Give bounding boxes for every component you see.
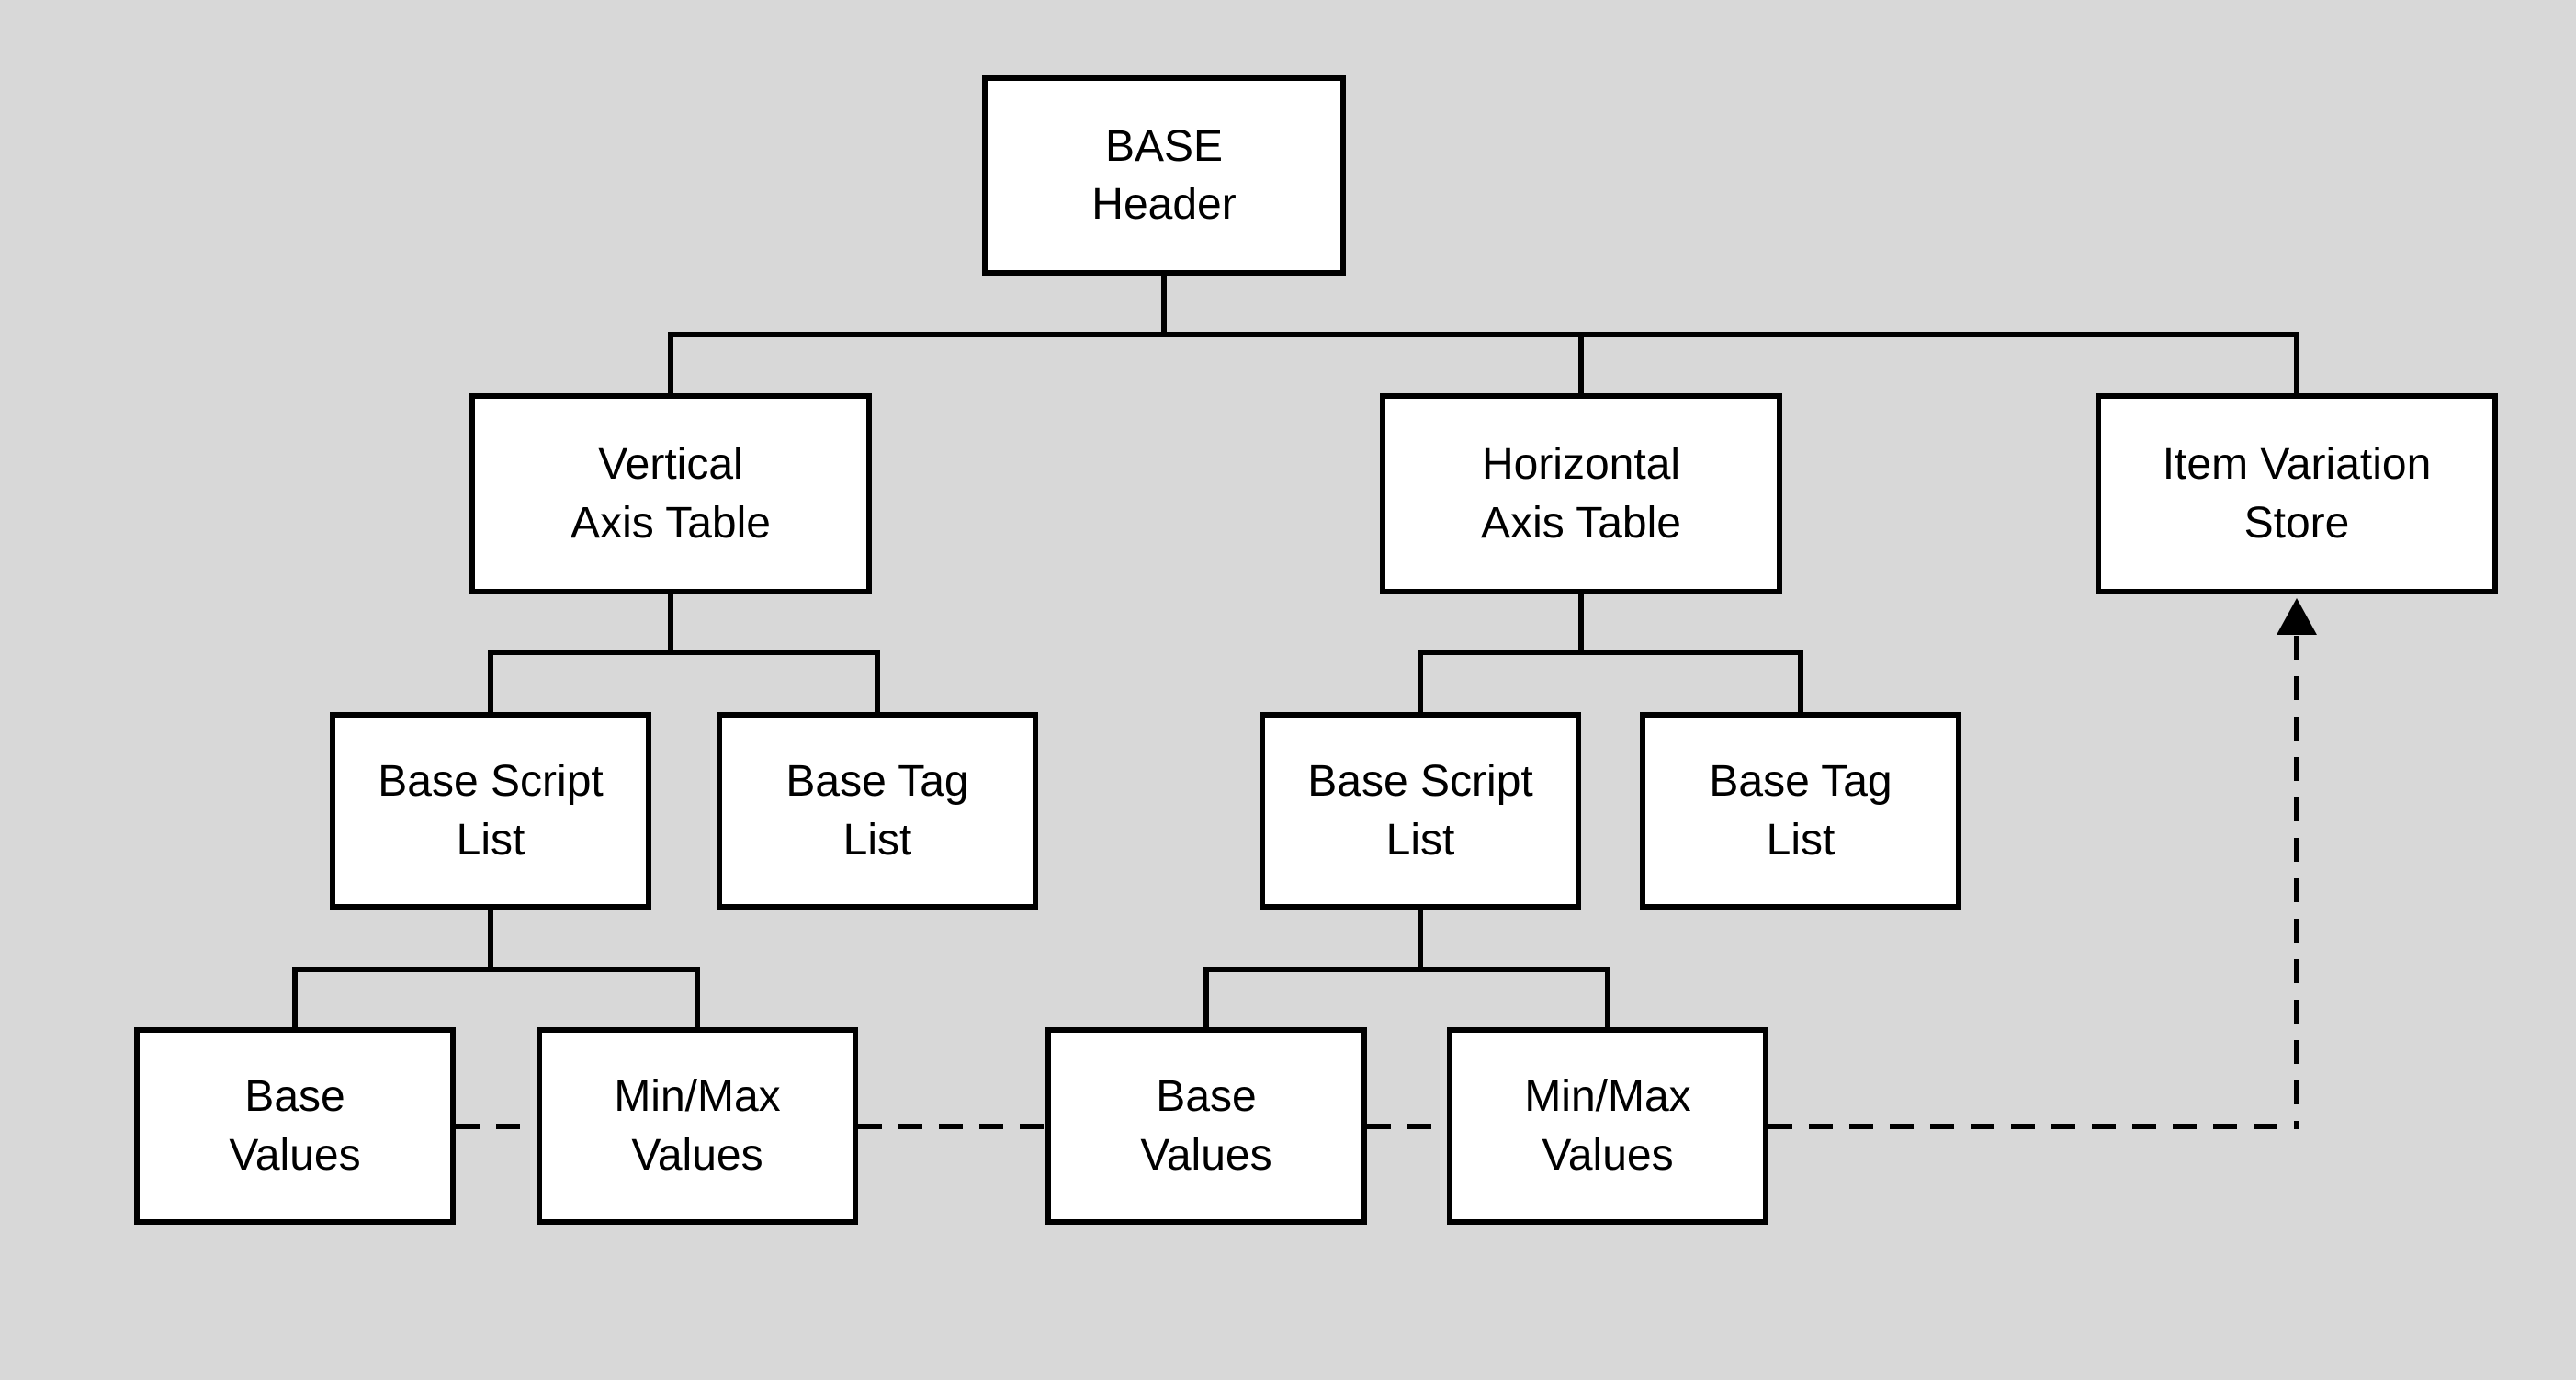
node-horizontal-axis-table-line2: Axis Table [1481, 498, 1681, 548]
edge-drop-item-variation-store [2294, 332, 2299, 397]
node-minmax-values-vertical-line2: Values [631, 1130, 763, 1180]
dashed-edge-base-values-to-minmax-vertical [456, 1124, 537, 1129]
edge-header-rail [671, 332, 2297, 337]
node-base-values-horizontal-line2: Values [1140, 1130, 1272, 1180]
node-minmax-values-horizontal-line2: Values [1542, 1130, 1674, 1180]
node-base-script-list-vertical-line1: Base Script [378, 757, 604, 807]
edge-base-script-list-vertical-rail [295, 967, 697, 972]
edge-header-stub [1161, 272, 1167, 336]
edge-drop-base-script-list-vertical [488, 650, 493, 716]
node-base-script-list-horizontal-line2: List [1385, 815, 1455, 865]
node-minmax-values-horizontal-line1: Min/Max [1524, 1072, 1691, 1122]
edge-drop-base-tag-list-vertical [875, 650, 880, 716]
edge-base-script-list-horizontal-rail [1206, 967, 1608, 972]
node-minmax-values-horizontal: Min/Max Values [1447, 1027, 1768, 1225]
node-base-header-line2: Header [1091, 180, 1237, 229]
node-base-tag-list-vertical-line1: Base Tag [785, 757, 969, 807]
edge-drop-minmax-values-vertical [695, 967, 700, 1031]
dashed-edge-corner-to-item-variation-store [2294, 636, 2299, 1129]
edge-vertical-axis-rail [491, 650, 877, 655]
edge-drop-horizontal-axis-table [1578, 332, 1584, 397]
node-item-variation-store-line1: Item Variation [2162, 440, 2432, 490]
node-vertical-axis-table-line2: Axis Table [571, 498, 771, 548]
dashed-edge-minmax-horizontal-to-corner [1768, 1124, 2299, 1129]
edge-drop-base-values-vertical [292, 967, 298, 1031]
edge-drop-base-values-horizontal [1203, 967, 1209, 1031]
edge-horizontal-axis-rail [1420, 650, 1801, 655]
node-base-script-list-horizontal-line1: Base Script [1307, 757, 1533, 807]
node-base-tag-list-vertical: Base Tag List [717, 712, 1038, 910]
edge-drop-minmax-values-horizontal [1605, 967, 1610, 1031]
node-base-script-list-horizontal: Base Script List [1260, 712, 1581, 910]
edge-drop-vertical-axis-table [668, 332, 673, 397]
node-base-values-horizontal: Base Values [1045, 1027, 1367, 1225]
arrowhead-up-icon [2277, 598, 2317, 635]
edge-horizontal-axis-stub [1578, 591, 1584, 655]
edge-vertical-axis-stub [668, 591, 673, 655]
node-minmax-values-vertical: Min/Max Values [537, 1027, 858, 1225]
node-base-values-vertical-line1: Base [244, 1072, 345, 1122]
node-horizontal-axis-table: Horizontal Axis Table [1380, 393, 1782, 594]
node-item-variation-store: Item Variation Store [2096, 393, 2498, 594]
node-base-values-vertical: Base Values [134, 1027, 456, 1225]
node-base-header-line1: BASE [1104, 121, 1224, 171]
node-base-values-horizontal-line1: Base [1156, 1072, 1257, 1122]
node-base-script-list-vertical-line2: List [456, 815, 525, 865]
edge-base-script-list-vertical-stub [488, 906, 493, 972]
dashed-edge-minmax-vertical-to-base-values-horizontal [858, 1124, 1045, 1129]
node-horizontal-axis-table-line1: Horizontal [1481, 440, 1681, 490]
node-base-tag-list-horizontal-line1: Base Tag [1709, 757, 1892, 807]
node-base-script-list-vertical: Base Script List [330, 712, 651, 910]
dashed-edge-base-values-to-minmax-horizontal [1367, 1124, 1447, 1129]
node-minmax-values-vertical-line1: Min/Max [614, 1072, 781, 1122]
edge-base-script-list-horizontal-stub [1418, 906, 1423, 972]
node-base-tag-list-vertical-line2: List [842, 815, 912, 865]
node-base-values-vertical-line2: Values [229, 1130, 361, 1180]
node-item-variation-store-line2: Store [2243, 498, 2350, 548]
edge-drop-base-script-list-horizontal [1418, 650, 1423, 716]
edge-drop-base-tag-list-horizontal [1798, 650, 1803, 716]
node-vertical-axis-table-line1: Vertical [598, 440, 743, 490]
node-vertical-axis-table: Vertical Axis Table [469, 393, 872, 594]
node-base-tag-list-horizontal: Base Tag List [1640, 712, 1961, 910]
node-base-header: BASE Header [982, 75, 1346, 276]
node-base-tag-list-horizontal-line2: List [1766, 815, 1836, 865]
